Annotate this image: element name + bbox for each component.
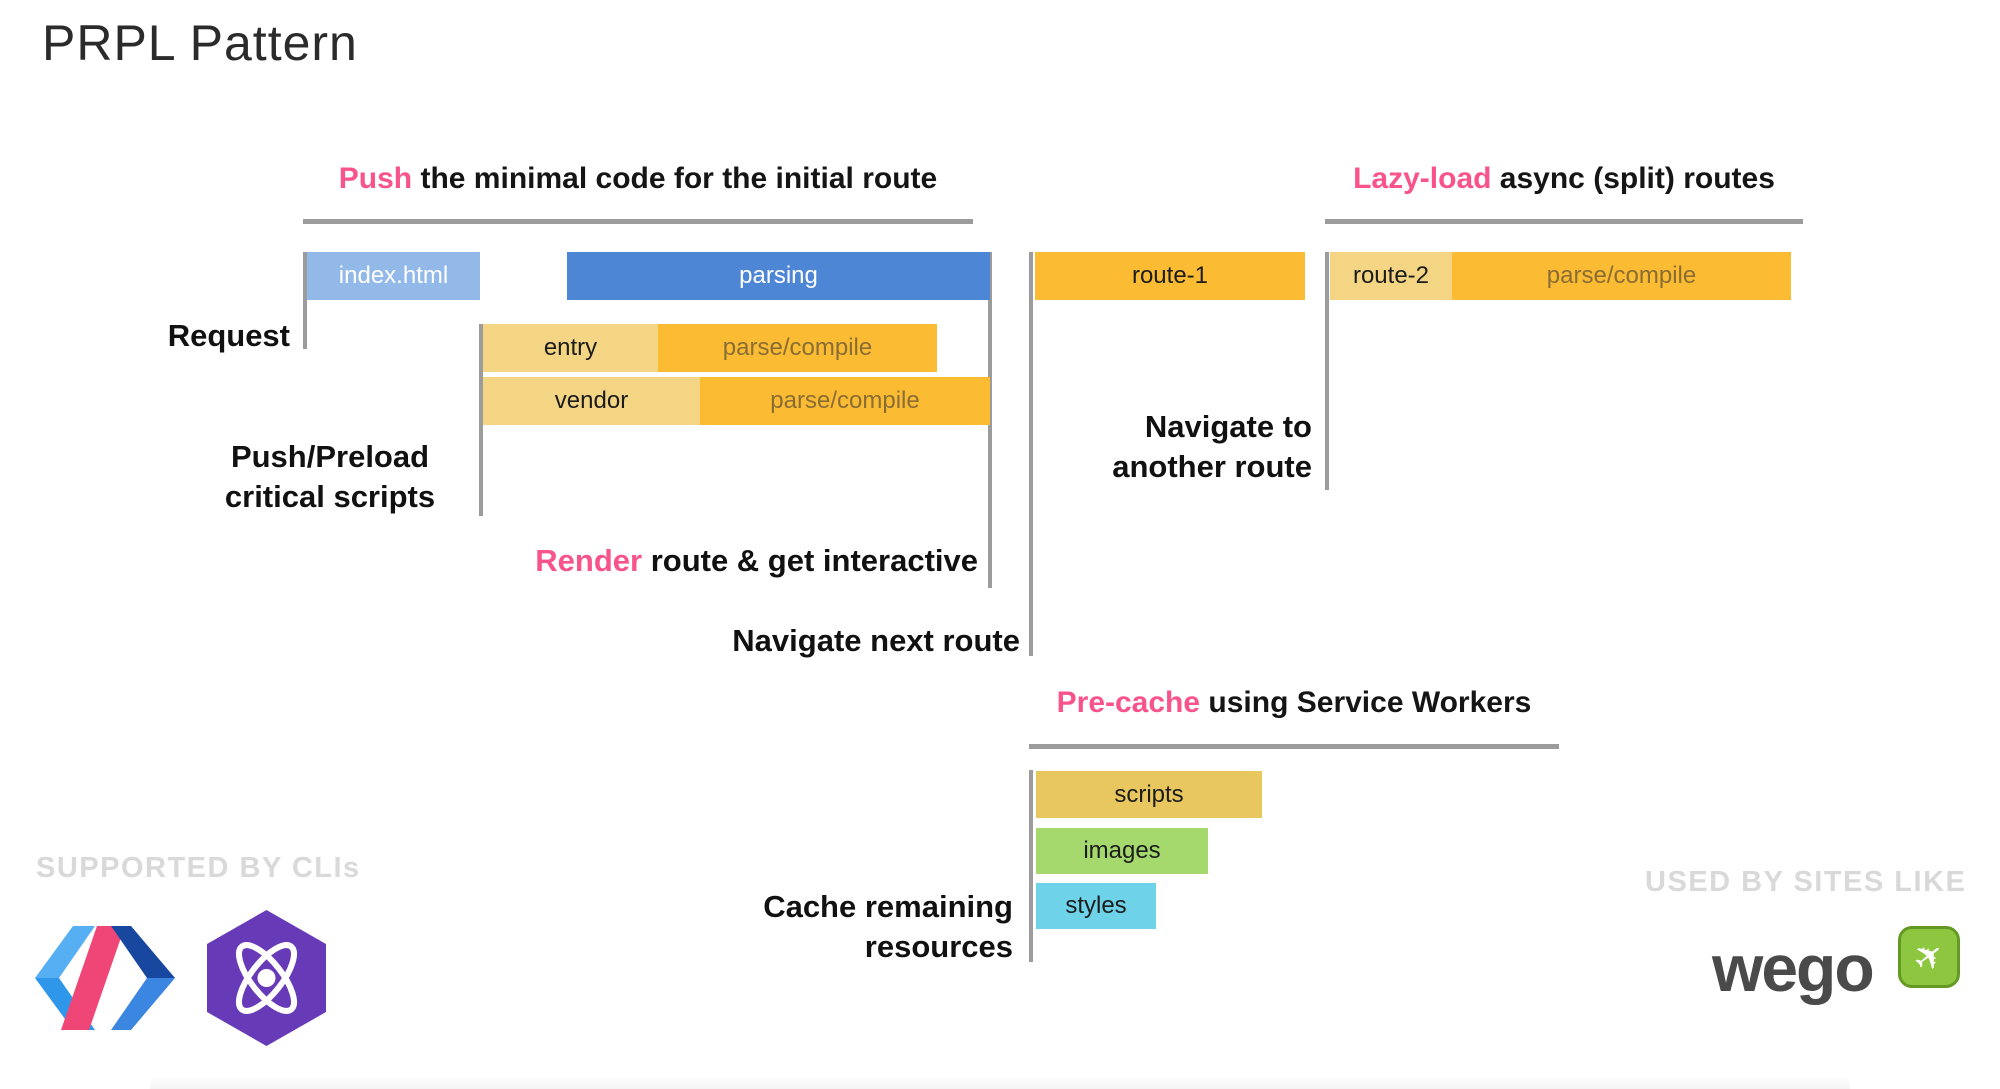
bar-parsing: parsing (567, 252, 990, 300)
page-title: PRPL Pattern (42, 15, 358, 71)
navigate-next-marker-line (1029, 252, 1033, 656)
bar-entry: entry (483, 324, 658, 372)
heading-lazyload-rest: async (split) routes (1491, 162, 1775, 195)
bar-images: images (1036, 828, 1208, 874)
heading-precache-underline (1029, 744, 1559, 749)
heading-precache-highlight: Pre-cache (1056, 686, 1201, 719)
polymer-logo (35, 926, 175, 1030)
render-marker-line (988, 252, 992, 588)
heading-precache: Pre-cache using Service Workers (1029, 686, 1559, 720)
bar-scripts: scripts (1036, 771, 1262, 818)
label-render-rest: route & get interactive (642, 543, 978, 578)
bar-route-2: route-2 (1330, 252, 1452, 300)
label-cache-remaining: Cache remaining resources (713, 887, 1013, 968)
heading-lazyload: Lazy-load async (split) routes (1325, 162, 1803, 196)
supported-by-clis-label: SUPPORTED BY CLIs (36, 852, 361, 884)
label-render-highlight: Render (535, 543, 643, 578)
airplane-icon: ✈ (1904, 931, 1954, 983)
label-push-preload-line1: Push/Preload (230, 439, 430, 474)
label-push-preload-line2: critical scripts (224, 479, 436, 515)
label-navigate-next: Navigate next route (732, 623, 1020, 658)
wego-badge: ✈ (1898, 926, 1960, 988)
bar-styles: styles (1036, 883, 1156, 929)
label-cache-remaining-line2: resources (864, 929, 1013, 965)
label-push-preload: Push/Preload critical scripts (195, 437, 465, 518)
heading-push-underline (303, 219, 973, 224)
label-request: Request (167, 318, 290, 353)
preact-logo (207, 910, 326, 1046)
cache-marker-line (1029, 770, 1033, 962)
label-navigate-another: Navigate to another route (1032, 407, 1312, 488)
push-preload-marker-line (479, 324, 483, 516)
label-cache-remaining-line1: Cache remaining (763, 889, 1013, 924)
navigate-another-marker-line (1325, 252, 1329, 490)
slide-bottom-shadow (150, 1077, 1850, 1089)
bar-route-1: route-1 (1035, 252, 1305, 300)
bar-route-2-parse-compile: parse/compile (1452, 252, 1791, 300)
label-navigate-another-line2: another route (1112, 449, 1312, 485)
heading-lazyload-underline (1325, 219, 1803, 224)
wego-logo: wego (1712, 931, 1875, 1005)
heading-lazyload-highlight: Lazy-load (1353, 162, 1492, 195)
heading-push-highlight: Push (338, 162, 413, 195)
heading-precache-rest: using Service Workers (1200, 686, 1532, 719)
request-marker-line (303, 252, 307, 349)
bar-vendor-parse-compile: parse/compile (700, 377, 990, 425)
heading-push-rest: the minimal code for the initial route (412, 162, 938, 195)
bar-entry-parse-compile: parse/compile (658, 324, 937, 372)
bar-vendor: vendor (483, 377, 700, 425)
label-navigate-another-line1: Navigate to (1144, 409, 1312, 444)
heading-push: Push the minimal code for the initial ro… (303, 162, 973, 196)
label-render: Render route & get interactive (478, 541, 978, 581)
bar-index-html: index.html (307, 252, 480, 300)
used-by-sites-label: USED BY SITES LIKE (1645, 866, 1967, 898)
